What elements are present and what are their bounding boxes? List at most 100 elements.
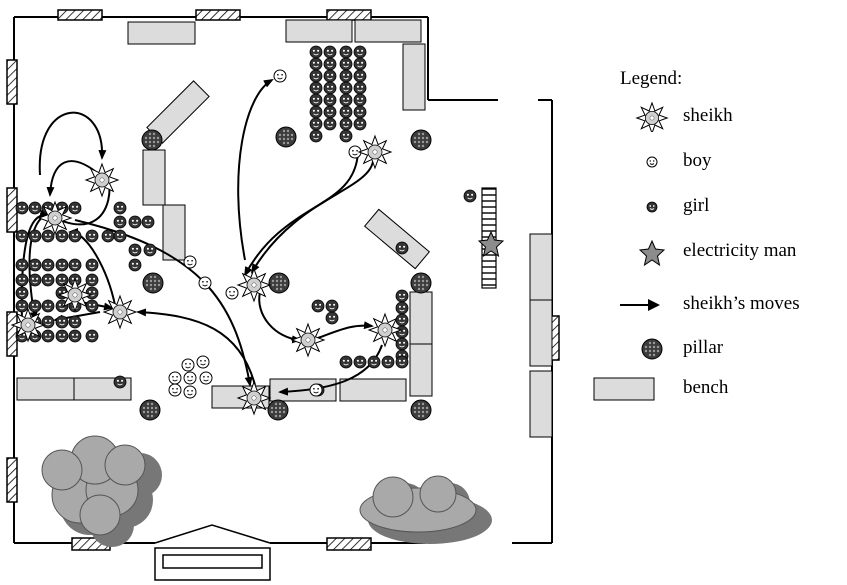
girl: [395, 241, 409, 255]
bench: [409, 291, 433, 345]
girl: [68, 201, 82, 215]
girl: [85, 273, 99, 287]
girl: [325, 299, 339, 313]
pillar: [142, 272, 164, 294]
pillar: [268, 272, 290, 294]
legend-label: sheikh’s moves: [683, 293, 800, 314]
girl: [395, 337, 409, 351]
girl: [113, 375, 127, 389]
girl: [309, 69, 323, 83]
girl: [55, 273, 69, 287]
boy: [168, 383, 182, 397]
girl: [339, 117, 353, 131]
tree-left: [41, 435, 162, 547]
sun-star-icon: [635, 102, 669, 132]
girl: [41, 273, 55, 287]
girl: [395, 301, 409, 315]
boy: [183, 255, 197, 269]
girl: [85, 329, 99, 343]
legend-label: electricity man: [683, 240, 797, 261]
girl: [395, 313, 409, 327]
girl: [41, 299, 55, 313]
girl: [309, 45, 323, 59]
tree-right: [359, 475, 492, 544]
girl: [323, 69, 337, 83]
girl: [339, 105, 353, 119]
boy: [181, 358, 195, 372]
girl: [68, 315, 82, 329]
bench: [339, 378, 407, 402]
girl: [68, 229, 82, 243]
girl: [309, 117, 323, 131]
boy: [199, 371, 213, 385]
girl: [339, 69, 353, 83]
girl: [463, 189, 477, 203]
girl: [395, 325, 409, 339]
girl: [28, 299, 42, 313]
bench: [285, 19, 353, 43]
girl: [55, 258, 69, 272]
legend: Legend: sheikh boy girl electricity man …: [590, 68, 847, 448]
girl: [41, 229, 55, 243]
girl: [113, 229, 127, 243]
boy: [198, 276, 212, 290]
girl: [55, 329, 69, 343]
girl: [353, 45, 367, 59]
dark-face-icon: [646, 201, 658, 213]
sheikh: [236, 267, 272, 303]
sheikh: [357, 134, 393, 170]
girl: [68, 258, 82, 272]
legend-label: girl: [683, 195, 710, 216]
electricity-man: [477, 230, 505, 258]
girl: [68, 329, 82, 343]
bench-icon: [593, 377, 655, 401]
girl: [309, 57, 323, 71]
pillar-icon: [641, 338, 663, 360]
sheikh: [102, 294, 138, 330]
girl: [85, 258, 99, 272]
bench: [529, 299, 553, 367]
sheikh: [236, 380, 272, 416]
girl: [309, 81, 323, 95]
girl: [141, 215, 155, 229]
sheikhs: [10, 134, 403, 416]
girl: [309, 129, 323, 143]
sheikh: [635, 102, 669, 132]
sheikh: [367, 312, 403, 348]
legend-label: boy: [683, 150, 712, 171]
bench: [354, 19, 422, 43]
boy: [183, 385, 197, 399]
girl: [323, 45, 337, 59]
girl: [15, 286, 29, 300]
girl: [339, 93, 353, 107]
girl: [311, 299, 325, 313]
pillar: [267, 399, 289, 421]
bench: [16, 377, 75, 401]
legend-item-bench: bench: [590, 374, 847, 404]
bench: [162, 204, 186, 261]
girl: [15, 299, 29, 313]
girl: [323, 81, 337, 95]
bench: [402, 43, 426, 111]
girl: [128, 243, 142, 257]
legend-item-electricity-man: electricity man: [590, 237, 847, 267]
girl: [309, 105, 323, 119]
boy: [225, 286, 239, 300]
girl: [323, 117, 337, 131]
girl: [353, 81, 367, 95]
pillar: [275, 126, 297, 148]
legend-item-pillar: pillar: [590, 334, 847, 364]
girl: [55, 315, 69, 329]
bench: [127, 21, 196, 45]
girl: [353, 57, 367, 71]
girl: [41, 315, 55, 329]
legend-label: pillar: [683, 337, 724, 358]
girl: [15, 229, 29, 243]
girl: [15, 273, 29, 287]
girl: [381, 355, 395, 369]
girl: [353, 69, 367, 83]
girl: [353, 93, 367, 107]
pillar: [141, 129, 163, 151]
girl: [395, 355, 409, 369]
